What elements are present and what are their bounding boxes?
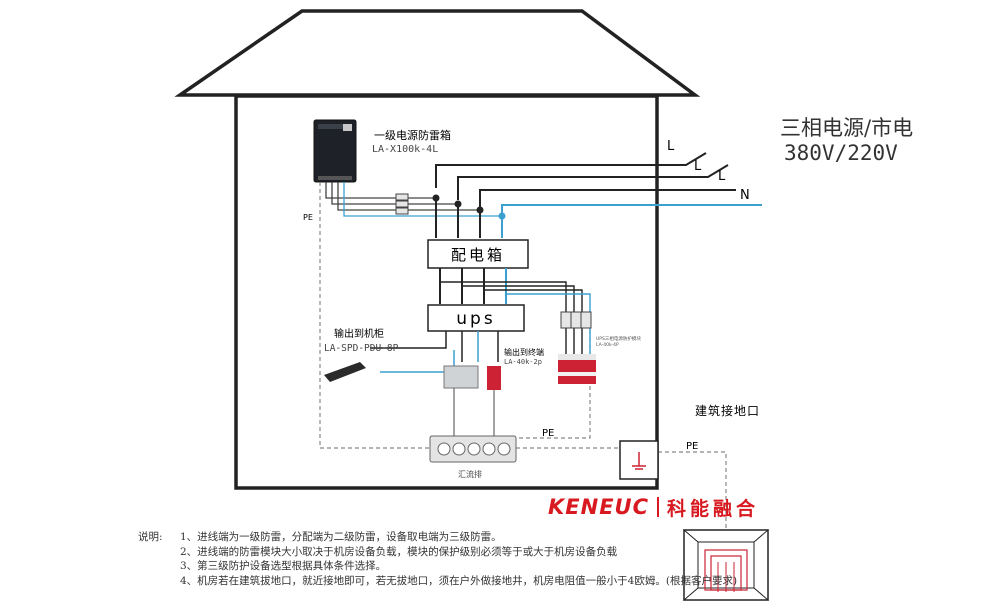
third-stage-model: LA-40k-4P xyxy=(596,342,619,348)
pe-label-ground: PE xyxy=(686,441,698,452)
line-label-l2: L xyxy=(694,159,702,174)
building-ground-box xyxy=(619,440,659,480)
primary-spd-model: LA-X100k-4L xyxy=(372,144,438,155)
rack-pdu-device xyxy=(324,362,366,382)
third-stage-spd-module xyxy=(558,354,596,384)
rack-output-name: 输出到机柜 xyxy=(334,327,384,340)
primary-spd-device xyxy=(313,119,357,183)
brand-cjk: 科能融合 xyxy=(667,497,760,520)
notes-block: 说明: 1、进线端为一级防雷，分配端为二级防雷，设备取电端为三级防雷。 2、进线… xyxy=(138,530,738,588)
ground-bar xyxy=(429,435,517,463)
primary-spd-name: 一级电源防雷箱 xyxy=(374,128,451,142)
power-source-title: 三相电源/市电 xyxy=(780,116,913,140)
notes-label: 说明: xyxy=(138,531,163,543)
power-source-voltage: 380V/220V xyxy=(784,141,898,165)
brand-latin: KENEUC xyxy=(548,495,650,519)
third-stage-fuses xyxy=(560,311,592,329)
rack-output-model: LA-SPD-PDU-8P xyxy=(324,343,399,354)
brand-logo: KENEUC 科能融合 xyxy=(548,493,759,521)
ups-box xyxy=(427,304,525,332)
brand-separator xyxy=(657,497,660,517)
spd-feed-wires xyxy=(325,182,502,217)
ups-label: ups xyxy=(456,309,495,329)
terminal-output-model: LA-40k-2p xyxy=(504,358,542,366)
terminal-output-name: 输出到终端 xyxy=(504,347,544,357)
note-item: 3、第三级防护设备选型根据具体条件选择。 xyxy=(180,560,387,572)
notes-list: 1、进线端为一级防雷，分配端为二级防雷，设备取电端为三级防雷。 2、进线端的防雷… xyxy=(150,530,738,588)
fuse-holders xyxy=(395,193,409,215)
distribution-outputs xyxy=(439,268,591,355)
note-item: 1、进线端为一级防雷，分配端为二级防雷，设备取电端为三级防雷。 xyxy=(180,531,502,543)
grounding-well xyxy=(682,529,770,601)
line-label-l1: L xyxy=(667,139,675,154)
building-ground-label: 建筑接地口 xyxy=(695,403,760,418)
distribution-inputs xyxy=(432,194,506,238)
ground-bar-label: 汇流排 xyxy=(458,469,482,479)
third-stage-name: UPS三相电源防护模块 xyxy=(596,335,641,342)
building-outline xyxy=(174,9,701,490)
line-label-l3: L xyxy=(718,169,726,184)
terminal-spd-device xyxy=(443,365,479,389)
ground-bar-feeds xyxy=(453,388,495,436)
distribution-box-label: 配电箱 xyxy=(451,246,505,264)
pe-label-right: PE xyxy=(542,428,554,439)
incoming-lines xyxy=(435,152,762,218)
line-label-n: N xyxy=(740,188,750,203)
note-item: 4、机房若在建筑拔地口，就近接地即可，若无拔地口，须在户外做接地井，机房电阻值一… xyxy=(180,574,738,587)
pe-label-left: PE xyxy=(303,213,313,222)
terminal-red-module xyxy=(487,366,501,390)
distribution-box xyxy=(427,239,529,269)
note-item: 2、进线端的防雷模块大小取决于机房设备负载，模块的保护级别必须等于或大于机房设备… xyxy=(180,545,618,558)
